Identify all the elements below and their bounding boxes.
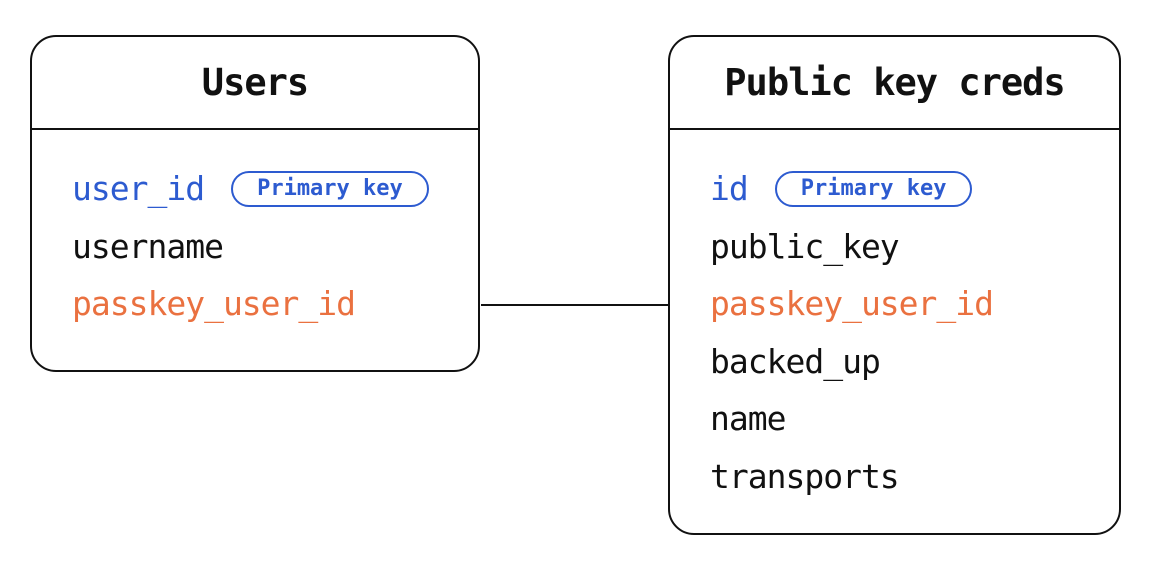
users-table-fields: user_id Primary key username passkey_use… (32, 130, 478, 333)
relationship-line (481, 304, 668, 306)
field-name: username (72, 226, 224, 266)
public-key-creds-table-fields: id Primary key public_key passkey_user_i… (670, 130, 1119, 505)
users-table: Users user_id Primary key username passk… (30, 35, 480, 372)
users-table-title: Users (32, 37, 478, 130)
field-name: user_id (72, 169, 205, 209)
field-name: passkey_user_id (72, 284, 356, 324)
field-name: transports (710, 456, 900, 496)
field-row-backed-up: backed_up (670, 333, 1119, 391)
field-row-public-key: public_key (670, 218, 1119, 276)
public-key-creds-table-title: Public key creds (670, 37, 1119, 130)
field-name: backed_up (710, 341, 881, 381)
field-name: name (710, 399, 786, 439)
field-name: passkey_user_id (710, 284, 994, 324)
primary-key-badge: Primary key (774, 170, 973, 207)
field-row-user-id: user_id Primary key (32, 160, 478, 218)
field-row-transports: transports (670, 448, 1119, 506)
field-row-passkey-user-id: passkey_user_id (32, 275, 478, 333)
public-key-creds-table: Public key creds id Primary key public_k… (668, 35, 1121, 535)
field-row-passkey-user-id: passkey_user_id (670, 275, 1119, 333)
field-row-username: username (32, 218, 478, 276)
field-row-id: id Primary key (670, 160, 1119, 218)
primary-key-badge: Primary key (231, 170, 429, 207)
field-name: public_key (710, 226, 900, 266)
field-row-name: name (670, 390, 1119, 448)
field-name: id (710, 169, 749, 209)
